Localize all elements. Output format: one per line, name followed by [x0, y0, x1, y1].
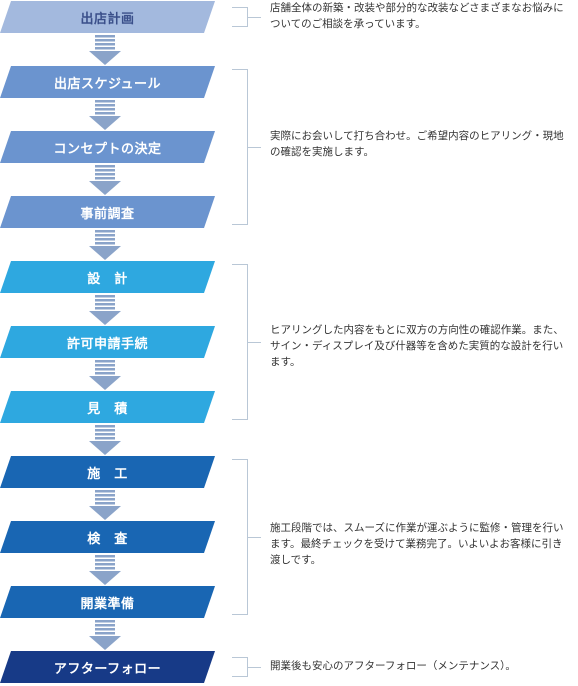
down-arrow-icon [89, 165, 121, 195]
down-arrow-icon [89, 295, 121, 325]
step-description: 実際にお会いして打ち合わせ。ご希望内容のヒアリング・現地の確認を実施します。 [270, 130, 564, 158]
step-description: 施工段階では、スムーズに作業が運ぶように監修・管理を行います。最終チェックを受け… [270, 522, 564, 566]
flow-step: 検 査 [0, 521, 215, 553]
down-arrow-icon [89, 620, 121, 650]
step-description: ヒアリングした内容をもとに双方の方向性の確認作業。また、サイン・ディスプレイ及び… [270, 324, 564, 368]
flow-step: 出店スケジュール [0, 66, 215, 98]
flow-step: 見 積 [0, 391, 215, 423]
group-bracket [232, 7, 261, 27]
step-description: 開業後も安心のアフターフォロー（メンテナンス）。 [270, 660, 516, 672]
down-arrow-icon [89, 360, 121, 390]
down-arrow-icon [89, 230, 121, 260]
flow-step: 開業準備 [0, 586, 215, 618]
down-arrow-icon [89, 490, 121, 520]
down-arrow-icon [89, 555, 121, 585]
flow-step: 許可申請手続 [0, 326, 215, 358]
down-arrow-icon [89, 100, 121, 130]
group-bracket [232, 657, 261, 677]
flow-step: アフターフォロー [0, 651, 215, 683]
flow-step: 施 工 [0, 456, 215, 488]
group-bracket [232, 264, 261, 420]
down-arrow-icon [89, 35, 121, 65]
down-arrow-icon [89, 425, 121, 455]
flow-step: 設 計 [0, 261, 215, 293]
flow-step: コンセプトの決定 [0, 131, 215, 163]
flow-step: 事前調査 [0, 196, 215, 228]
step-description: 店舗全体の新築・改装や部分的な改装などさまざまなお悩みについてのご相談を承ってい… [270, 2, 564, 30]
group-bracket [232, 459, 261, 615]
group-bracket [232, 69, 261, 225]
flow-step: 出店計画 [0, 1, 215, 33]
